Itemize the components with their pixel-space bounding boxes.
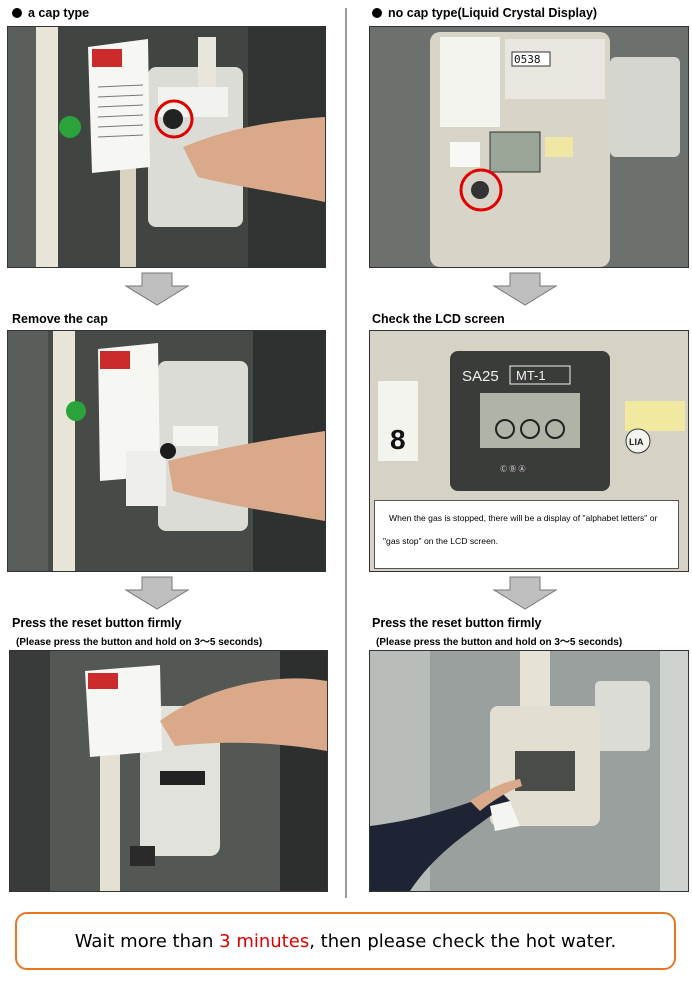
svg-text:Ⓒ Ⓑ Ⓐ: Ⓒ Ⓑ Ⓐ <box>500 465 525 473</box>
meter-reading: 0538 <box>514 53 541 66</box>
down-arrow-icon <box>124 576 190 610</box>
remove-cap-illustration <box>8 331 325 571</box>
footer-text-pre: Wait more than <box>74 930 220 952</box>
bullet-icon <box>12 8 22 18</box>
lcd-meter-illustration: 0538 <box>370 27 688 267</box>
left-step2-label: Remove the cap <box>12 312 108 326</box>
press-reset-lcd-illustration <box>370 651 688 891</box>
press-reset-cap-illustration <box>10 651 327 891</box>
cap-highlight-circle <box>154 99 194 139</box>
wait-instruction-banner: Wait more than 3 minutes, then please ch… <box>15 912 676 970</box>
cap-meter-illustration <box>8 27 325 267</box>
photo-press-reset-cap <box>9 650 328 892</box>
right-column-header: no cap type(Liquid Crystal Display) <box>372 6 597 20</box>
down-arrow-icon <box>492 272 558 306</box>
photo-cap-type-meter <box>7 26 326 268</box>
lcd-note-text: When the gas is stopped, there will be a… <box>383 513 658 546</box>
left-step3-label: Press the reset button firmly <box>12 616 182 630</box>
footer-highlight-duration: 3 minutes <box>219 930 310 952</box>
left-column-header: a cap type <box>12 6 89 20</box>
left-step3-note: (Please press the button and hold on 3～5… <box>16 637 263 648</box>
lcd-month-number: 8 <box>390 424 406 455</box>
lia-badge: LIA <box>629 437 644 447</box>
reset-highlight-circle <box>459 168 503 212</box>
lcd-model-label: SA25 <box>462 368 499 385</box>
photo-press-reset-lcd <box>369 650 689 892</box>
photo-remove-cap <box>7 330 326 572</box>
column-divider <box>345 8 347 898</box>
down-arrow-icon <box>124 272 190 306</box>
photo-lcd-meter: 0538 <box>369 26 689 268</box>
right-step2-label: Check the LCD screen <box>372 312 505 326</box>
right-step3-label: Press the reset button firmly <box>372 616 542 630</box>
lcd-note-callout: When the gas is stopped, there will be a… <box>374 500 679 569</box>
down-arrow-icon <box>492 576 558 610</box>
right-step3-note: (Please press the button and hold on 3～5… <box>376 637 623 648</box>
footer-text-post: , then please check the hot water. <box>309 930 617 952</box>
lcd-model-box: MT-1 <box>516 368 546 383</box>
bullet-icon <box>372 8 382 18</box>
